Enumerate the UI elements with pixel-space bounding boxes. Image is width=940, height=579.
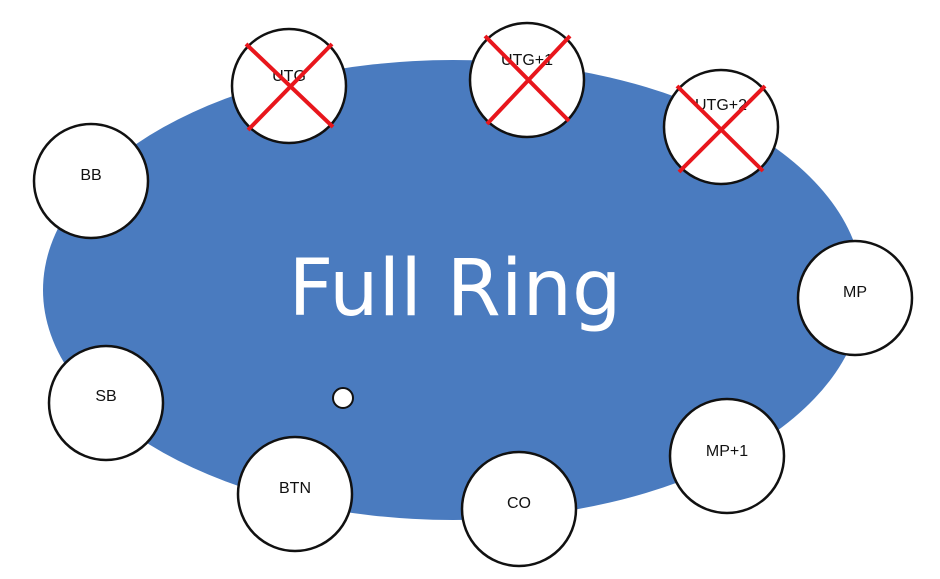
eliminated-cross-icon [483, 34, 572, 126]
seat-utg2-label: UTG+2 [695, 97, 747, 114]
seat-bb-circle [32, 122, 150, 240]
poker-table [43, 60, 863, 520]
seat-mp1-label: MP+1 [706, 443, 748, 460]
seat-btn: BTN [236, 435, 354, 553]
seat-mp-circle [796, 239, 914, 357]
seat-mp1-circle [668, 397, 786, 515]
table-title: Full Ring [289, 244, 622, 334]
seat-sb-circle [47, 344, 165, 462]
seat-bb: BB [32, 122, 150, 240]
seat-utg2: UTG+2 [662, 68, 780, 186]
eliminated-cross-icon [675, 84, 767, 174]
seat-mp1: MP+1 [668, 397, 786, 515]
eliminated-cross-icon [244, 42, 335, 132]
seat-mp: MP [796, 239, 914, 357]
seat-co-circle [460, 450, 578, 568]
seat-bb-label: BB [80, 167, 101, 184]
seat-co: CO [460, 450, 578, 568]
seat-mp-label: MP [843, 284, 867, 301]
dealer-button [332, 387, 354, 409]
seat-btn-label: BTN [279, 480, 311, 497]
seat-sb: SB [47, 344, 165, 462]
seat-utg1: UTG+1 [468, 21, 586, 139]
seat-co-label: CO [507, 495, 531, 512]
seat-btn-circle [236, 435, 354, 553]
seat-utg: UTG [230, 27, 348, 145]
seat-sb-label: SB [95, 388, 116, 405]
